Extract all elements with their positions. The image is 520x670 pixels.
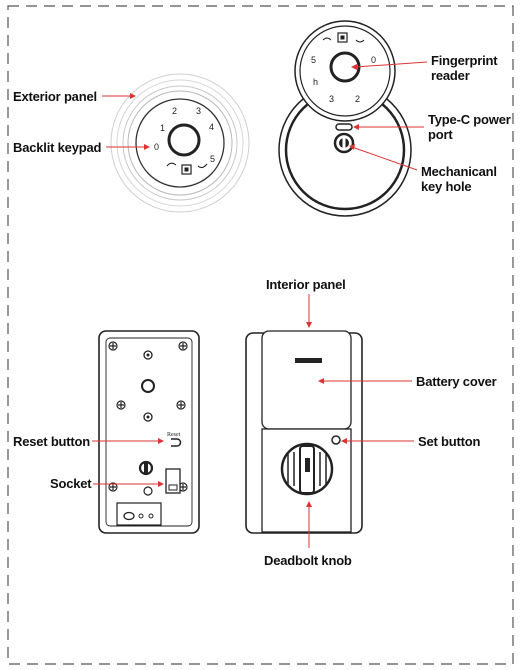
key-3[interactable]: 3 — [196, 106, 201, 116]
label-fingerprint-reader-line1: Fingerprint — [431, 53, 498, 68]
key-2[interactable]: 2 — [172, 106, 177, 116]
dashed-frame — [7, 5, 514, 665]
key-4[interactable]: 4 — [209, 122, 214, 132]
key-1[interactable]: 1 — [160, 123, 165, 133]
confirm-arrow-icon[interactable] — [197, 163, 208, 169]
key-0[interactable]: 0 — [154, 142, 159, 152]
front-fingerprint-reader — [167, 123, 201, 157]
key-5[interactable]: 5 — [210, 154, 215, 164]
side-key-5: 5 — [311, 55, 316, 65]
connector — [116, 502, 162, 526]
label-fingerprint-reader-line2: reader — [431, 68, 470, 83]
side-key-3: 3 — [329, 94, 334, 104]
label-typec-port-line2: port — [428, 127, 453, 142]
callout-arrows — [92, 61, 428, 548]
label-key-hole-line1: Mechanicanl — [421, 164, 497, 179]
typec-port — [335, 123, 353, 131]
interior-panel — [245, 330, 363, 534]
reset-button[interactable] — [171, 438, 182, 447]
screw-icon — [108, 341, 188, 492]
label-reset-button: Reset button — [13, 434, 91, 449]
battery-cover — [261, 330, 352, 430]
reset-engraving: Reset — [167, 432, 181, 438]
back-arrow-icon[interactable] — [166, 162, 177, 167]
label-typec-port-line1: Type-C power — [428, 112, 511, 127]
label-interior-panel: Interior panel — [266, 277, 346, 292]
label-battery-cover: Battery cover — [416, 374, 497, 389]
label-set-button: Set button — [418, 434, 481, 449]
side-key-2: 2 — [355, 94, 360, 104]
side-key-0: 0 — [371, 55, 376, 65]
set-button[interactable] — [331, 435, 341, 445]
exterior-panel-side: 5 0 h 3 2 — [278, 20, 412, 217]
label-key-hole-line2: key hole — [421, 179, 472, 194]
side-key-h: h — [313, 77, 318, 87]
label-exterior-panel: Exterior panel — [13, 89, 97, 104]
label-deadbolt-knob: Deadbolt knob — [264, 553, 352, 568]
interior-backplate: Reset — [98, 330, 200, 534]
exterior-panel-front: 1 2 3 4 5 0 — [110, 73, 250, 213]
label-backlit-keypad: Backlit keypad — [13, 140, 102, 155]
label-socket: Socket — [50, 476, 92, 491]
